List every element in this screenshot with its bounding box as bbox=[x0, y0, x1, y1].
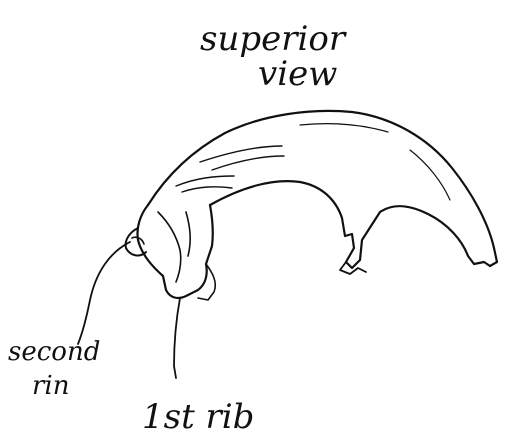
title-view: view bbox=[258, 54, 337, 94]
second-rib-leader bbox=[78, 242, 130, 344]
second-rib-label-line1: second bbox=[8, 337, 100, 367]
title-superior: superior bbox=[200, 19, 347, 59]
second-rib-label-line2: rin bbox=[32, 371, 70, 401]
first-rib-drawing bbox=[137, 111, 497, 300]
first-rib-label: 1st rib bbox=[142, 397, 254, 437]
first-rib-leader bbox=[174, 298, 180, 378]
